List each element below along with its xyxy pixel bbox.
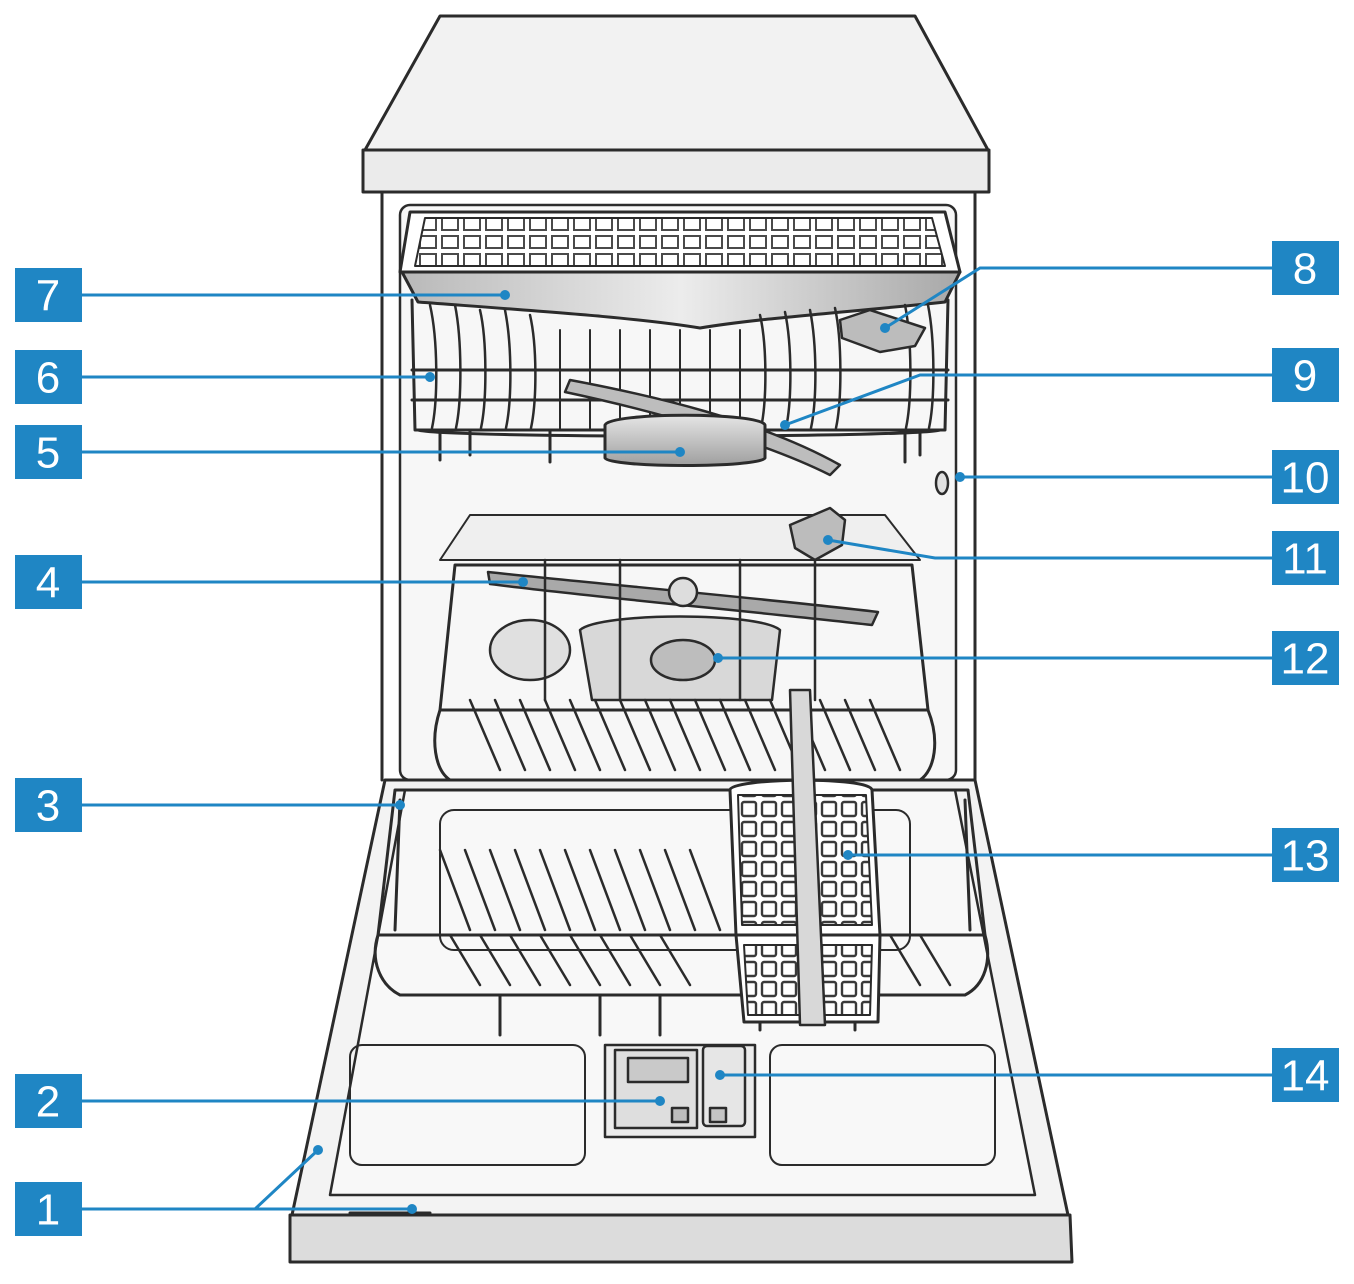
middle-rack — [433, 558, 937, 782]
callout-9: 9 — [1272, 348, 1339, 402]
worktop-front-edge — [361, 148, 991, 194]
callout-3: 3 — [15, 778, 82, 832]
callout-11: 11 — [1272, 531, 1339, 585]
leader-line-8 — [884, 266, 1272, 330]
type-plate — [934, 470, 950, 496]
top-basket-handle — [603, 413, 767, 467]
middle-spray-arm-holder — [788, 506, 847, 562]
worktop — [363, 14, 990, 152]
upper-spray-arm — [563, 378, 842, 477]
dishwasher-illustration — [288, 14, 1074, 1264]
callout-label-7: 7 — [36, 272, 60, 321]
callout-2: 2 — [15, 1074, 82, 1128]
callout-dots — [313, 290, 965, 1214]
cutlery-drawer — [398, 210, 962, 330]
callout-13: 13 — [1272, 828, 1339, 882]
top-basket — [410, 298, 950, 464]
callout-label-9: 9 — [1293, 352, 1317, 401]
cutlery-basket — [728, 688, 882, 1027]
callout-label-13: 13 — [1281, 832, 1330, 881]
callout-label-11: 11 — [1282, 535, 1328, 584]
callout-1: 1 — [15, 1182, 82, 1236]
callout-label-10: 10 — [1281, 454, 1330, 503]
callout-label-1: 1 — [36, 1186, 60, 1235]
callout-label-3: 3 — [36, 782, 60, 831]
callout-label-4: 4 — [36, 559, 60, 608]
leader-line-11 — [827, 538, 1272, 560]
callout-10: 10 — [1272, 450, 1339, 504]
drawer-handle — [400, 270, 962, 330]
callout-label-5: 5 — [36, 429, 60, 478]
callout-7: 7 — [15, 268, 82, 322]
callout-label-2: 2 — [36, 1078, 60, 1127]
callout-label-14: 14 — [1281, 1052, 1330, 1101]
callout-badges: 7 6 5 4 3 2 1 8 — [15, 241, 1339, 1236]
callout-label-6: 6 — [36, 354, 60, 403]
callout-8: 8 — [1272, 241, 1339, 295]
leader-line-1 — [82, 1148, 320, 1211]
callout-label-8: 8 — [1293, 245, 1317, 294]
callout-6: 6 — [15, 350, 82, 404]
dispensers — [603, 1043, 757, 1139]
callout-4: 4 — [15, 555, 82, 609]
callout-label-12: 12 — [1281, 635, 1330, 684]
callout-12: 12 — [1272, 631, 1339, 685]
callout-5: 5 — [15, 425, 82, 479]
lower-basket — [373, 788, 990, 1037]
callout-leaders — [82, 266, 1272, 1211]
leader-line-9 — [784, 373, 1272, 427]
callout-14: 14 — [1272, 1048, 1339, 1102]
